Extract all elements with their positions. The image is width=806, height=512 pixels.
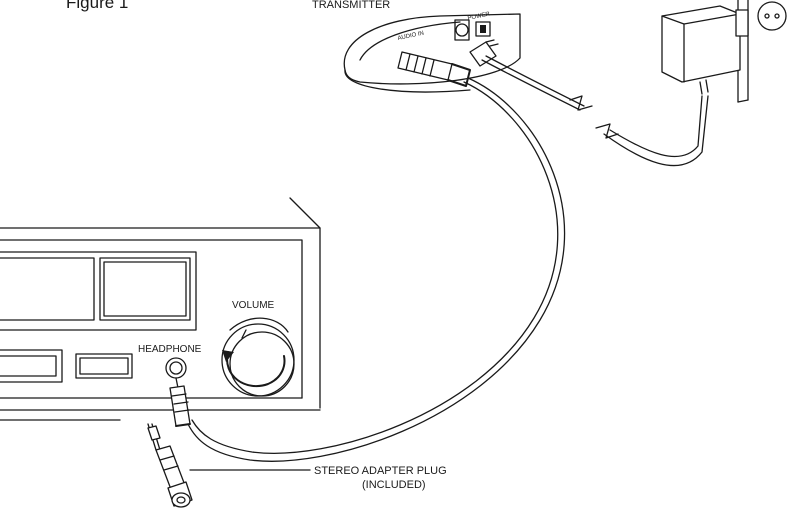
headphone-jack [165, 357, 187, 379]
stereo-receiver [0, 197, 321, 421]
ac-adapter [661, 5, 749, 95]
stereo-adapter-plug [147, 423, 193, 508]
transmitter-unit [343, 13, 521, 93]
stereo-adapter-label: STEREO ADAPTER PLUG [314, 465, 447, 477]
volume-knob [221, 317, 295, 397]
audio-plug-transmitter [397, 51, 471, 87]
figure-caption: Figure 1 [66, 0, 128, 12]
audio-in-label: AUDIO IN [397, 31, 424, 42]
power-plug-transmitter [469, 39, 499, 67]
volume-label: VOLUME [232, 300, 275, 311]
headphone-plug [169, 377, 191, 427]
stereo-adapter-sublabel: (INCLUDED) [362, 479, 426, 491]
headphone-label: HEADPHONE [138, 344, 202, 355]
receiver-display-panel [0, 251, 197, 331]
power-cable [481, 55, 709, 167]
transmitter-label: TRANSMITTER [312, 0, 390, 11]
receiver-buttons [0, 349, 133, 383]
power-label: POWER [467, 11, 491, 22]
audio-cable [187, 77, 566, 462]
